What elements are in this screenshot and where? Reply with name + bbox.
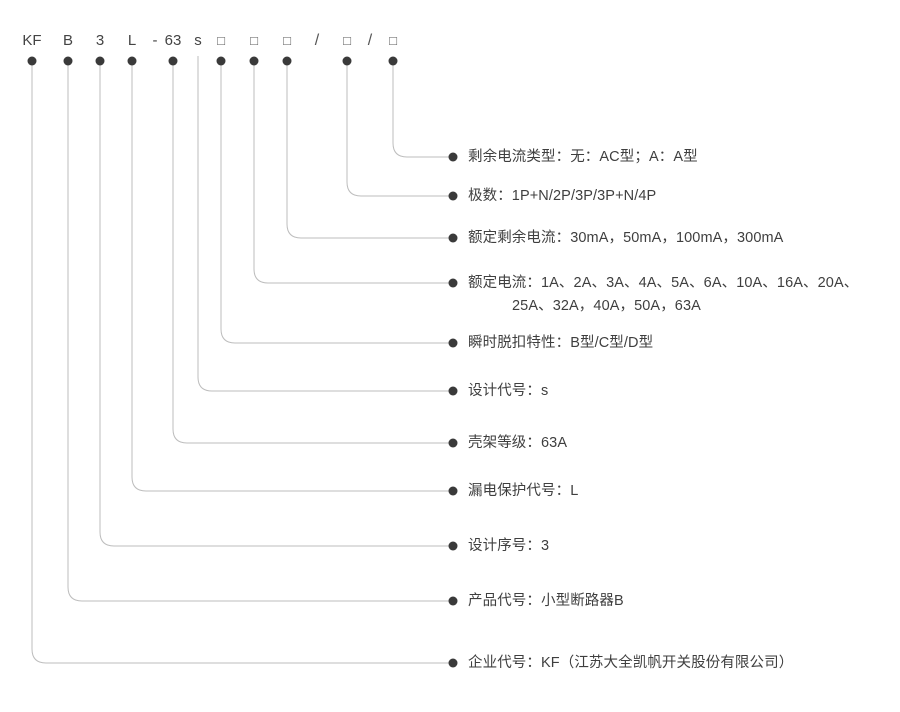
target-dot-poles (448, 191, 458, 201)
callout-label-residual-current-type: 剩余电流类型：无：AC型；A：A型 (468, 146, 698, 169)
source-dot-leakage (127, 56, 137, 66)
code-segment-poles: □ (343, 33, 351, 48)
callout-label-instantaneous-trip-characteristic: 瞬时脱扣特性：B型/C型/D型 (468, 332, 653, 355)
target-dot-residual-current-type (448, 152, 458, 162)
code-segment-trip_curve: □ (217, 33, 225, 48)
connector-line-enterprise-code (31, 61, 453, 664)
target-dots-group (448, 152, 458, 668)
target-dot-leakage-protection-code (448, 486, 458, 496)
connector-line-poles (346, 61, 453, 197)
code-segment-dash: - (152, 32, 158, 49)
source-dot-product (63, 56, 73, 66)
source-dot-residual_type (388, 56, 398, 66)
connector-lines-group (31, 56, 453, 664)
code-segment-rated_current: □ (250, 33, 258, 48)
callout-label-enterprise-code: 企业代号：KF（江苏大全凯帆开关股份有限公司） (468, 652, 793, 675)
callout-label-line1: 剩余电流类型：无：AC型；A：A型 (468, 149, 698, 165)
code-segment-design_code: s (194, 32, 202, 49)
callout-label-line1: 企业代号：KF（江苏大全凯帆开关股份有限公司） (468, 655, 794, 671)
callout-label-line1: 漏电保护代号：L (468, 483, 579, 499)
callout-label-line1: 设计代号：s (468, 383, 549, 399)
target-dot-rated-current (448, 278, 458, 288)
callout-label-product-code: 产品代号：小型断路器B (468, 590, 624, 613)
code-segment-design_serial: 3 (95, 32, 105, 49)
connector-line-residual-current-type (392, 61, 453, 158)
connector-line-frame-rating (172, 61, 453, 444)
source-dot-residual_current (282, 56, 292, 66)
callout-label-design-serial-number: 设计序号：3 (468, 535, 549, 558)
code-segment-residual_type: □ (389, 33, 397, 48)
target-dot-design-code (448, 386, 458, 396)
callout-label-leakage-protection-code: 漏电保护代号：L (468, 480, 578, 503)
code-segment-frame: 63 (164, 32, 182, 49)
connector-line-design-serial-number (99, 61, 453, 547)
code-segment-product: B (62, 32, 74, 49)
code-segment-residual_current: □ (283, 33, 291, 48)
callout-label-line1: 产品代号：小型断路器B (468, 593, 624, 609)
target-dot-frame-rating (448, 438, 458, 448)
connector-line-product-code (67, 61, 453, 602)
callout-label-rated-residual-current: 额定剩余电流：30mA，50mA，100mA，300mA (468, 227, 783, 250)
callout-label-rated-current: 额定电流：1A、2A、3A、4A、5A、6A、10A、16A、20A、 25A、3… (468, 272, 858, 318)
source-dot-design_serial (95, 56, 105, 66)
connector-line-design-code (197, 61, 453, 392)
callout-label-frame-rating: 壳架等级：63A (468, 432, 567, 455)
code-segment-leakage: L (127, 32, 137, 49)
callout-label-design-code: 设计代号：s (468, 380, 548, 403)
callout-label-line1: 设计序号：3 (468, 538, 550, 554)
target-dot-enterprise-code (448, 658, 458, 668)
source-dot-rated_current (249, 56, 259, 66)
callout-label-line1: 额定电流：1A、2A、3A、4A、5A、6A、10A、16A、20A、 (468, 275, 859, 291)
callout-label-line1: 壳架等级：63A (468, 435, 568, 451)
code-segment-slash1: / (314, 32, 320, 49)
target-dot-instantaneous-trip-characteristic (448, 338, 458, 348)
target-dot-design-serial-number (448, 541, 458, 551)
callout-label-poles: 极数：1P+N/2P/3P/3P+N/4P (468, 185, 656, 208)
connector-line-leakage-protection-code (131, 61, 453, 492)
target-dot-product-code (448, 596, 458, 606)
source-dot-poles (342, 56, 352, 66)
callout-label-line1: 极数：1P+N/2P/3P/3P+N/4P (468, 188, 657, 204)
connector-line-rated-residual-current (286, 61, 453, 239)
code-segment-slash2: / (367, 32, 373, 49)
connector-line-instantaneous-trip-characteristic (220, 61, 453, 344)
callout-label-line1: 瞬时脱扣特性：B型/C型/D型 (468, 335, 654, 351)
source-dot-enterprise (27, 56, 37, 66)
code-segment-enterprise: KF (22, 32, 42, 49)
source-dots-group (27, 56, 398, 66)
target-dot-rated-residual-current (448, 233, 458, 243)
source-dot-frame (168, 56, 178, 66)
callout-label-line2: 25A、32A，40A，50A，63A (512, 298, 701, 314)
source-dot-trip_curve (216, 56, 226, 66)
callout-label-line1: 额定剩余电流：30mA，50mA，100mA，300mA (468, 230, 784, 246)
connector-line-rated-current (253, 61, 453, 284)
